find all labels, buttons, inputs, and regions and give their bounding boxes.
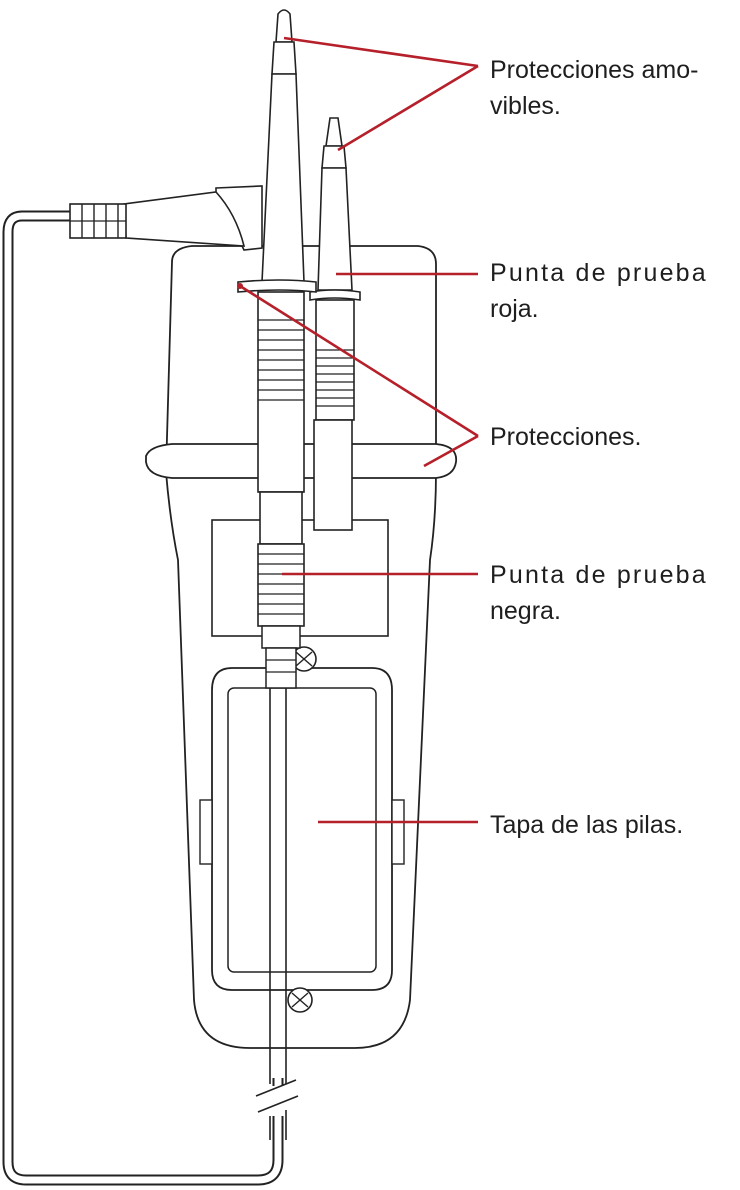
red-probe	[309, 117, 361, 531]
leader-removable-a	[283, 36, 479, 68]
label-removable-line2: vibles.	[490, 92, 561, 120]
leader-removable-b	[337, 64, 479, 152]
leader-guard-a	[239, 284, 479, 438]
probe-lead	[255, 688, 299, 1140]
black-probe	[237, 9, 317, 689]
label-removable-protections: Protecciones amo- vibles.	[490, 52, 698, 124]
label-battery-line1: Tapa de las pilas.	[490, 811, 684, 839]
battery-cover-panel	[227, 687, 377, 973]
label-red-line2: roja.	[490, 295, 539, 323]
label-red-probe: Punta de prueba roja.	[490, 255, 708, 327]
label-protections: Protecciones.	[490, 419, 641, 455]
leader-lines	[239, 36, 479, 824]
bottom-screw-icon	[287, 987, 313, 1013]
leader-guard-b	[423, 434, 479, 468]
label-battery-cover: Tapa de las pilas.	[490, 807, 683, 843]
label-protections-line1: Protecciones.	[490, 423, 642, 451]
label-black-probe: Punta de prueba negra.	[490, 557, 708, 629]
cable-connector	[69, 191, 246, 247]
label-red-line1: Punta de prueba	[490, 259, 708, 287]
label-black-line2: negra.	[490, 597, 561, 625]
label-black-line1: Punta de prueba	[490, 561, 708, 589]
label-removable-line1: Protecciones amo-	[490, 56, 699, 84]
